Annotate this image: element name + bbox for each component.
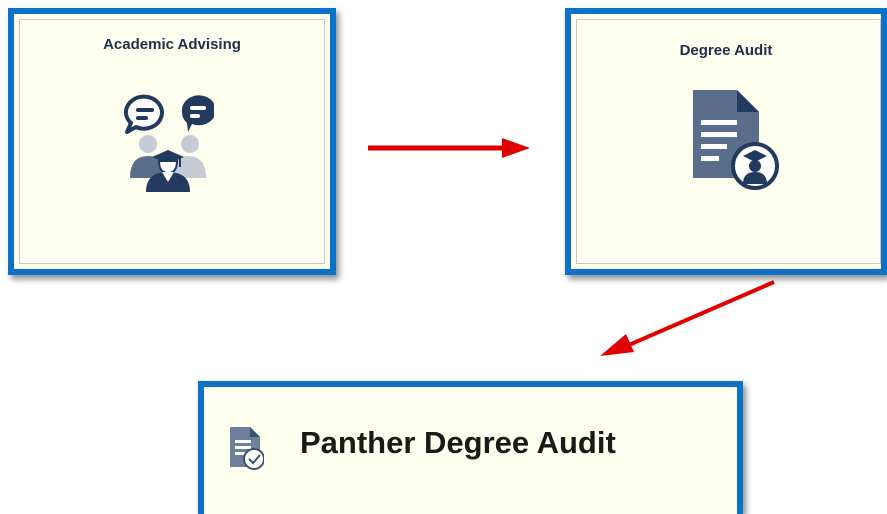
degree-audit-document-icon	[693, 90, 779, 190]
degree-audit-title: Degree Audit	[679, 42, 773, 59]
speech-bubble-right-icon	[181, 95, 214, 132]
advising-people-icon	[123, 94, 214, 192]
tile-inner-frame	[19, 19, 325, 264]
speech-bubble-left-icon	[123, 94, 164, 134]
tile-inner-frame	[576, 19, 881, 264]
panther-degree-audit-link[interactable]: Panther Degree Audit	[198, 381, 743, 514]
academic-advising-tile[interactable]: Academic Advising	[8, 8, 336, 275]
degree-audit-tile[interactable]: Degree Audit	[565, 8, 887, 275]
document-check-icon	[230, 427, 264, 470]
red-arrow-down-left	[600, 280, 775, 356]
academic-advising-title: Academic Advising	[103, 36, 241, 53]
panther-degree-audit-label: Panther Degree Audit	[300, 425, 616, 460]
red-arrow-right	[368, 138, 530, 158]
